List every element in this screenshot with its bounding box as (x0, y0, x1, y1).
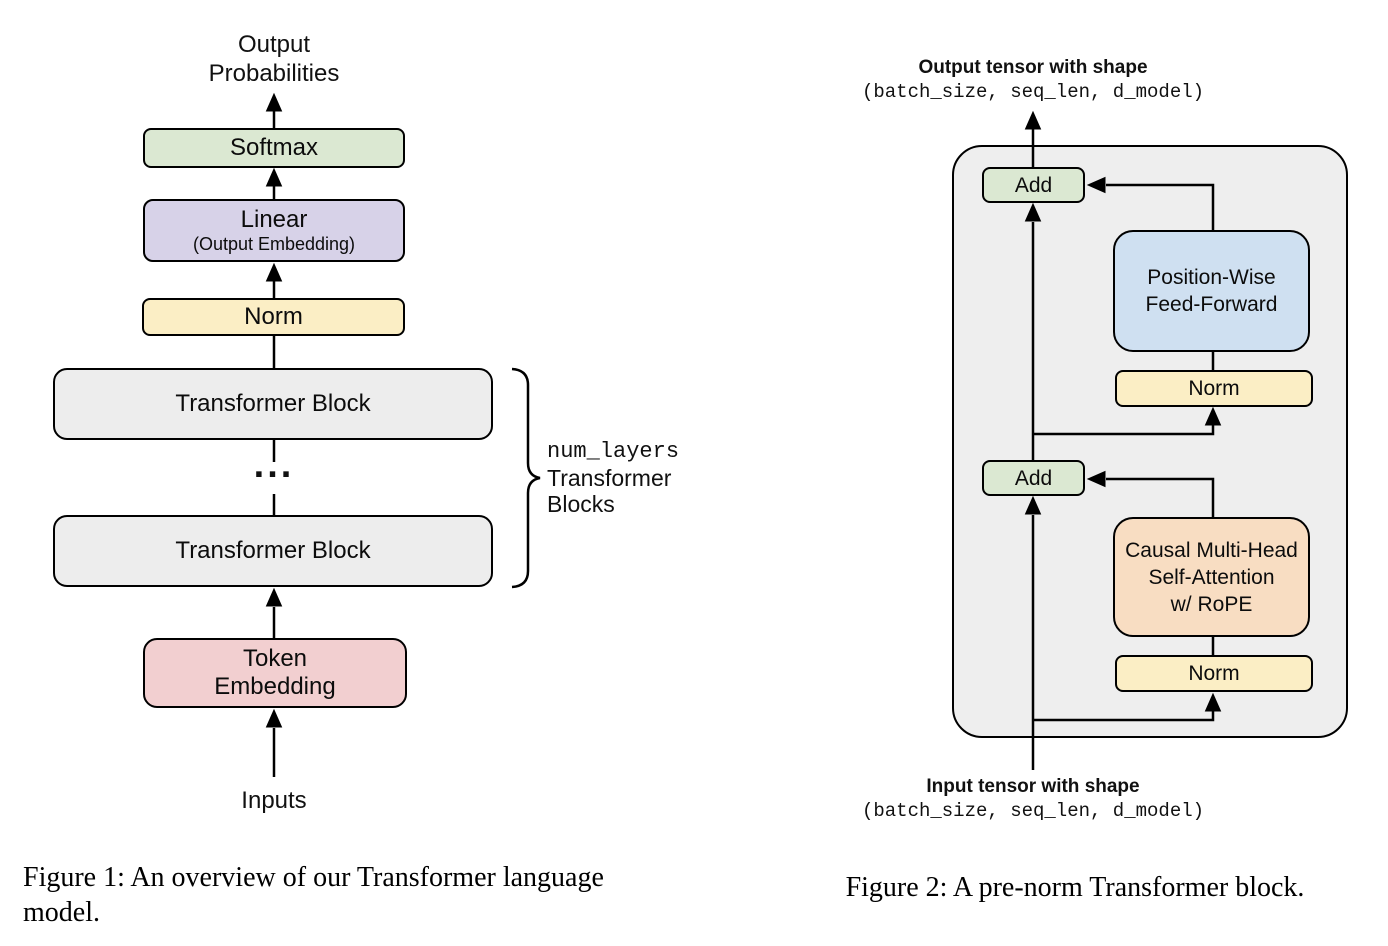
fig1-inputs-label: Inputs (241, 787, 307, 814)
fig1-caption: Figure 1: An overview of our Transformer… (23, 862, 604, 928)
fig1-brace-label-code: num_layers (547, 439, 680, 464)
fig2-output-tensor-shape: (batch_size, seq_len, d_model) (861, 81, 1205, 103)
fig2-norm-bottom-box: Norm (1115, 655, 1313, 692)
fig2-norm-bottom-label: Norm (1188, 662, 1240, 685)
fig1-softmax-box: Softmax (143, 128, 405, 168)
fig2-attention-label: Causal Multi-Head Self-Attention w/ RoPE (1125, 538, 1298, 616)
fig1-ellipsis: ... (253, 444, 295, 486)
fig1-brace-label: num_layers Transformer Blocks (547, 438, 679, 517)
fig2-input-tensor-shape: (batch_size, seq_len, d_model) (861, 800, 1205, 822)
fig1-token-embedding-label: Token Embedding (214, 645, 336, 700)
fig2-add-bottom-box: Add (982, 460, 1085, 496)
fig1-brace (511, 367, 541, 589)
fig2-attention-box: Causal Multi-Head Self-Attention w/ RoPE (1113, 517, 1310, 637)
fig1-norm-label: Norm (244, 303, 303, 330)
fig2-output-tensor-title: Output tensor with shape (918, 57, 1148, 78)
fig2-add-top-box: Add (982, 167, 1085, 203)
fig1-token-embedding-box: Token Embedding (143, 638, 407, 708)
fig1-transformer-block-top: Transformer Block (53, 368, 493, 440)
fig2-feed-forward-box: Position-Wise Feed-Forward (1113, 230, 1310, 352)
fig1-norm-box: Norm (142, 298, 405, 336)
fig1-brace-label-text: Transformer Blocks (547, 465, 672, 517)
fig1-transformer-block-bottom-label: Transformer Block (175, 537, 371, 564)
fig1-linear-sublabel: (Output Embedding) (192, 233, 356, 254)
fig1-transformer-block-top-label: Transformer Block (175, 390, 371, 417)
fig1-linear-box: Linear (Output Embedding) (143, 199, 405, 262)
fig2-input-tensor-title: Input tensor with shape (926, 776, 1140, 797)
fig2-norm-top-box: Norm (1115, 370, 1313, 407)
fig1-output-probabilities-label: Output Probabilities (208, 31, 340, 87)
fig2-add-bottom-label: Add (1014, 466, 1053, 490)
fig2-norm-top-label: Norm (1188, 377, 1240, 400)
fig1-linear-label: Linear (240, 205, 308, 233)
fig1-transformer-block-bottom: Transformer Block (53, 515, 493, 587)
fig2-caption: Figure 2: A pre-norm Transformer block. (845, 872, 1305, 903)
fig2-feed-forward-label: Position-Wise Feed-Forward (1145, 266, 1278, 316)
fig1-softmax-label: Softmax (229, 134, 319, 161)
fig2-add-top-label: Add (1014, 173, 1053, 197)
